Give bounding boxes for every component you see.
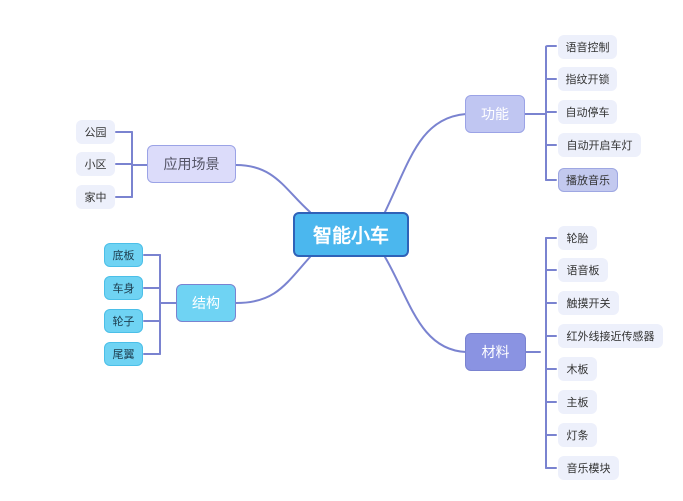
leaf-structure-body[interactable]: 车身	[104, 276, 143, 300]
leaf-material-music-module[interactable]: 音乐模块	[558, 456, 619, 480]
branch-function[interactable]: 功能	[465, 95, 525, 133]
link-root-material	[384, 256, 467, 353]
leaf-material-ir-sensor[interactable]: 红外线接近传感器	[558, 324, 663, 348]
leaf-material-tire[interactable]: 轮胎	[558, 226, 597, 250]
leaf-structure-chassis[interactable]: 底板	[104, 243, 143, 267]
leaf-function-fingerprint-unlock[interactable]: 指纹开锁	[558, 67, 617, 91]
leaf-material-voice-board[interactable]: 语音板	[558, 258, 608, 282]
branch-structure[interactable]: 结构	[176, 284, 236, 322]
branch-scene[interactable]: 应用场景	[147, 145, 236, 183]
leaf-function-voice-control[interactable]: 语音控制	[558, 35, 617, 59]
leaf-function-play-music[interactable]: 播放音乐	[558, 168, 618, 192]
leaf-material-light-strip[interactable]: 灯条	[558, 423, 597, 447]
leaf-material-mainboard[interactable]: 主板	[558, 390, 597, 414]
link-root-function	[384, 113, 467, 213]
leaf-function-auto-parking[interactable]: 自动停车	[558, 100, 617, 124]
leaf-scene-community[interactable]: 小区	[76, 152, 115, 176]
leaf-scene-park[interactable]: 公园	[76, 120, 115, 144]
leaf-scene-home[interactable]: 家中	[76, 185, 115, 209]
leaf-function-auto-lights[interactable]: 自动开启车灯	[558, 133, 641, 157]
branch-material[interactable]: 材料	[465, 333, 526, 371]
root-node[interactable]: 智能小车	[293, 212, 409, 257]
link-root-structure	[235, 256, 311, 304]
link-root-scene	[235, 164, 311, 213]
leaf-material-touch-switch[interactable]: 触摸开关	[558, 291, 619, 315]
leaf-material-wood-board[interactable]: 木板	[558, 357, 597, 381]
leaf-structure-spoiler[interactable]: 尾翼	[104, 342, 143, 366]
leaf-structure-wheels[interactable]: 轮子	[104, 309, 143, 333]
